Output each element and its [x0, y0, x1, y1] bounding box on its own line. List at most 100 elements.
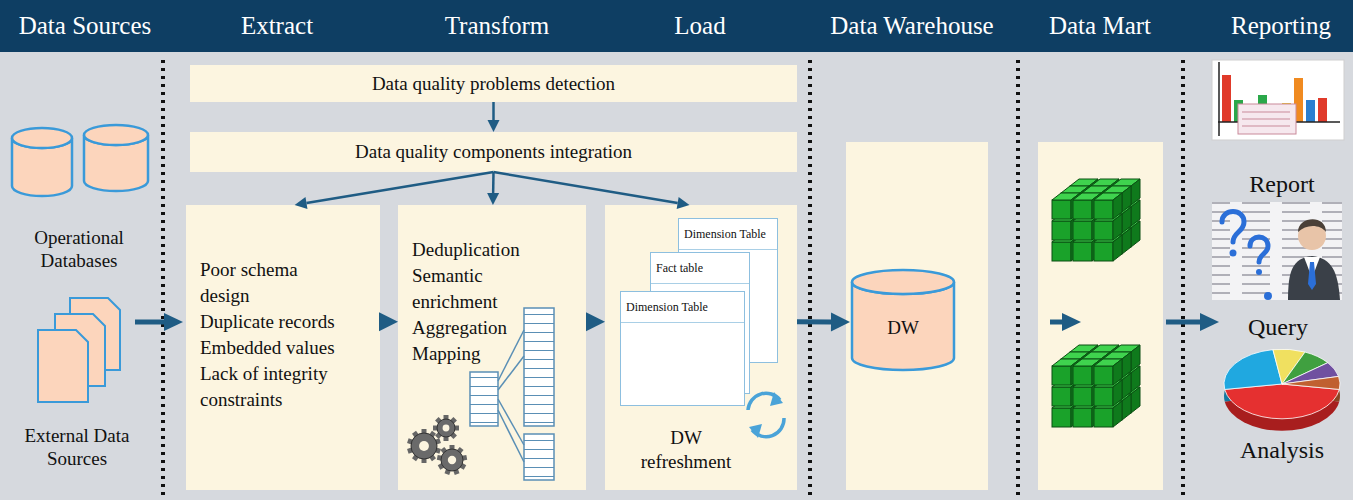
- data-cubes: [1073, 387, 1092, 406]
- analysis-pie-icon: [1282, 376, 1340, 389]
- separator-lines: [161, 60, 165, 495]
- data-cubes: [1094, 366, 1113, 385]
- data-cubes: [1073, 200, 1092, 219]
- node-text: Lack of integrity constraints: [200, 361, 350, 413]
- data-cubes: [1052, 387, 1071, 406]
- stage-box: Poor schema designDuplicate recordsEmbed…: [186, 205, 380, 490]
- flow-arrows: [1200, 313, 1219, 331]
- query-icon: [1298, 219, 1326, 232]
- flow-arrow: [797, 312, 850, 331]
- node-text: Dimension Table: [679, 219, 777, 250]
- source-label: External Data Sources: [10, 424, 144, 470]
- arrow-line: [494, 172, 678, 203]
- warehouse-panel: [846, 142, 988, 490]
- document-icons: [38, 298, 120, 402]
- refresh-icon: [752, 418, 784, 437]
- gear-icons: [407, 447, 414, 454]
- report-label: Report: [1222, 170, 1342, 199]
- ground: [0, 52, 1353, 500]
- data-cubes: [1094, 221, 1113, 240]
- gear-icons: [407, 438, 414, 445]
- mapping-tables: [498, 356, 524, 390]
- query-icon: [1222, 212, 1268, 263]
- report-chart-icon: [1218, 62, 1220, 136]
- mapping-tables: [470, 372, 498, 426]
- node-text: Mapping: [412, 341, 556, 367]
- gear-icons: [412, 453, 420, 461]
- gear-icons: [437, 419, 455, 437]
- node-text: Data quality problems detection: [372, 73, 615, 95]
- flow-arrow: [494, 172, 690, 209]
- gear-icons: [438, 462, 446, 469]
- node-text: Aggregation: [412, 315, 556, 341]
- arrow-line: [492, 102, 495, 120]
- data-cubes: [1094, 242, 1113, 261]
- gear-icons: [453, 468, 460, 475]
- gear-icons: [456, 447, 464, 455]
- node-text: DW refreshment: [631, 426, 741, 474]
- gear-icons: [419, 441, 429, 451]
- report-chart-icon: [1242, 126, 1290, 127]
- separator-lines: [1181, 60, 1185, 495]
- gear-icons: [434, 447, 441, 454]
- data-cubes: [1122, 352, 1131, 378]
- gear-icons: [444, 435, 449, 441]
- gear-icons: [460, 455, 467, 461]
- flow-arrow: [586, 312, 605, 331]
- node-text: Semantic enrichment: [412, 263, 556, 315]
- separator-lines: [808, 60, 812, 495]
- node-text: Poor schema design: [200, 257, 350, 309]
- report-chart-icon: [1212, 60, 1344, 140]
- query-icon: [1308, 262, 1316, 290]
- gear-icons: [407, 429, 441, 463]
- data-cubes: [1052, 179, 1140, 427]
- refresh-icon: [748, 393, 780, 410]
- data-cubes: [1113, 359, 1122, 385]
- mapping-tables: [470, 372, 498, 426]
- refresh-icon: [770, 392, 783, 406]
- node-text: Data quality components integration: [355, 141, 632, 163]
- load-box: DW refreshmentDimension TableFact tableD…: [605, 205, 797, 490]
- cylinder-top: [852, 270, 954, 294]
- mapping-tables: [498, 399, 524, 445]
- column-heading: Data Warehouse: [812, 11, 1012, 41]
- query-icon: [1250, 237, 1268, 262]
- report-chart-icon: [1212, 60, 1344, 140]
- arrow-head: [488, 120, 500, 132]
- arrow-line: [797, 319, 831, 324]
- gear-icons: [459, 462, 467, 469]
- arrow-line: [306, 172, 493, 203]
- stage-box: DeduplicationSemantic enrichmentAggregat…: [398, 205, 586, 490]
- gear-icons: [435, 431, 443, 439]
- mapping-tables: [524, 434, 554, 480]
- flow-arrows: [1166, 320, 1202, 325]
- flow-arrows: [1050, 320, 1064, 325]
- data-cubes: [1073, 408, 1092, 427]
- node-text: Dimension Table: [621, 292, 744, 323]
- arrow-head: [295, 197, 308, 209]
- flow-arrows: [1062, 313, 1081, 331]
- gear-icons: [422, 457, 427, 463]
- separator-lines: [1016, 60, 1020, 495]
- flow-arrow: [379, 312, 398, 331]
- refresh-icon: [749, 424, 762, 438]
- column-heading: Data Mart: [1020, 11, 1180, 41]
- node-text: Duplicate records: [200, 309, 350, 335]
- gear-icons: [437, 455, 444, 461]
- flow-arrow: [487, 172, 499, 205]
- mapping-tables: [498, 330, 524, 462]
- query-icon: [1212, 202, 1342, 300]
- arrow-head: [487, 193, 499, 205]
- column-heading: Data Sources: [5, 11, 165, 41]
- warehouse-cylinder: DW: [850, 268, 956, 372]
- separator-lines: [163, 60, 1183, 495]
- query-icon: [1256, 269, 1262, 275]
- column-heading: Transform: [397, 11, 597, 41]
- data-cubes: [1052, 366, 1071, 385]
- node-text: Embedded values: [200, 335, 350, 361]
- gear-icons: [449, 417, 457, 425]
- analysis-pie-icon: [1224, 349, 1340, 419]
- gear-icons: [428, 431, 436, 439]
- mapping-tables: [470, 308, 554, 480]
